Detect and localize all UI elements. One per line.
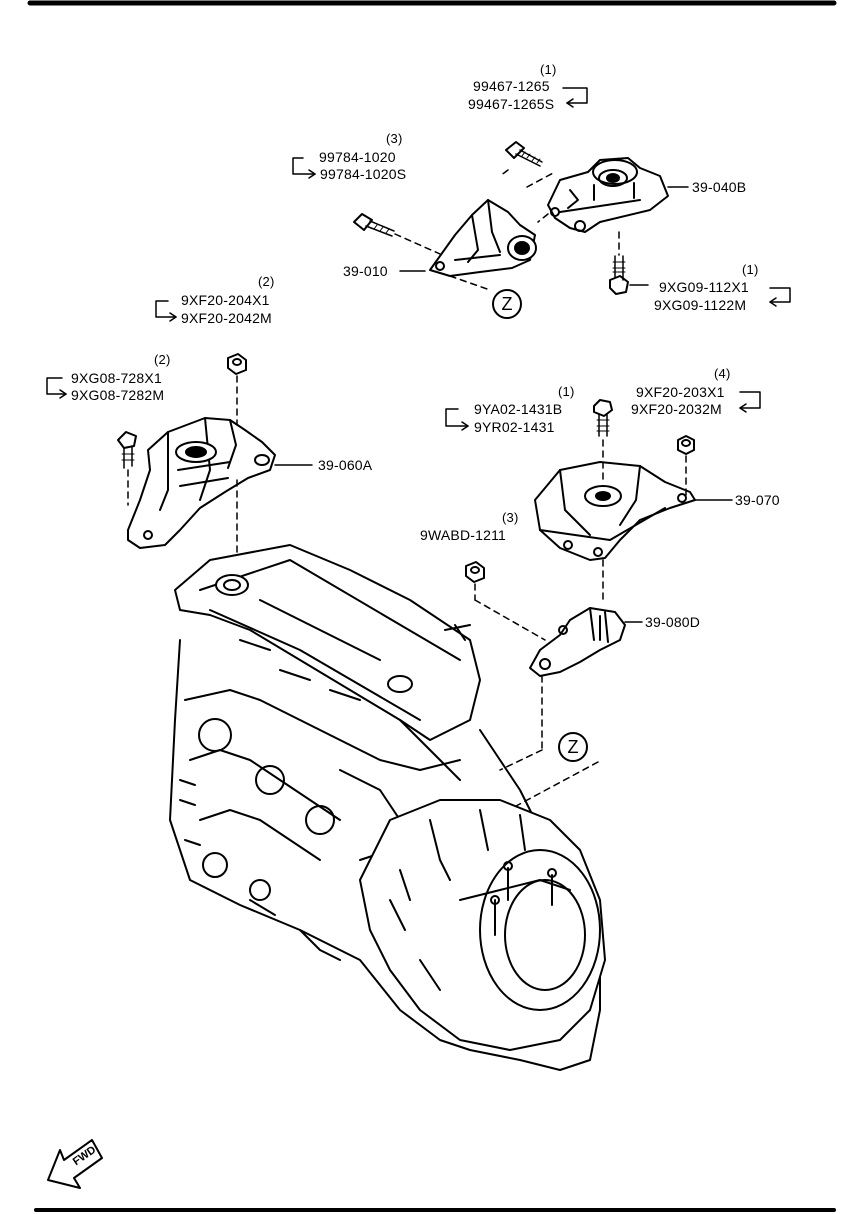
part-39-070: 39-070 (735, 492, 780, 508)
part-39-080D: 39-080D (645, 614, 701, 630)
nut-mid-qty: (2) (258, 274, 275, 289)
nut-lower-drawing (465, 561, 485, 583)
part-39-060A: 39-060A (318, 457, 373, 473)
bolt-center-qty: (1) (558, 384, 575, 399)
bolt-top-drawing (505, 141, 543, 167)
z-marker-lower: Z (558, 732, 588, 762)
part-39-040B: 39-040B (692, 179, 747, 195)
bolt-top-part-a: 99467-1265 (473, 78, 550, 94)
bolt-left-part-b: 99784-1020S (320, 166, 407, 182)
mount-39-040B-drawing (547, 157, 669, 233)
nut-right-part-b: 9XF20-2032M (631, 401, 722, 417)
nut-right-drawing (677, 435, 695, 455)
mount-39-060A-drawing (127, 417, 276, 549)
nut-lower-part-a: 9WABD-1211 (420, 527, 507, 543)
bolt-center-drawing (593, 399, 613, 437)
nut-mid-part-b: 9XF20-2042M (181, 310, 272, 326)
bracket-39-010-drawing (429, 199, 537, 277)
nut-right-qty: (4) (714, 366, 731, 381)
bolt-left-part-a: 99784-1020 (319, 149, 396, 165)
bolt-far-left-part-b: 9XG08-7282M (71, 387, 165, 403)
bolt-center-part-a: 9YA02-1431B (474, 401, 563, 417)
mount-39-070-drawing (534, 461, 696, 561)
bolt-far-left-qty: (2) (154, 352, 171, 367)
fwd-arrow-drawing (47, 1139, 103, 1189)
nut-lower-qty: (3) (502, 510, 519, 525)
nut-mid-part-a: 9XF20-204X1 (181, 292, 270, 308)
nut-right-part-a: 9XF20-203X1 (636, 384, 725, 400)
bolt-right-drawing (609, 255, 629, 295)
bolt-right-part-b: 9XG09-1122M (654, 297, 747, 313)
bolt-top-part-b: 99467-1265S (468, 96, 555, 112)
nut-mid-drawing (227, 353, 247, 375)
bolt-right-qty: (1) (742, 262, 759, 277)
part-39-010: 39-010 (343, 263, 388, 279)
bracket-39-080D-drawing (529, 607, 626, 677)
bolt-left-qty: (3) (386, 131, 403, 146)
bolt-center-part-b: 9YR02-1431 (474, 419, 555, 435)
bolt-top-qty: (1) (540, 62, 557, 77)
bolt-right-part-a: 9XG09-112X1 (659, 279, 749, 295)
bolt-far-left-part-a: 9XG08-728X1 (71, 370, 162, 386)
bolt-left-drawing (353, 213, 395, 237)
z-marker-upper: Z (492, 289, 522, 319)
engine-drawing (169, 544, 606, 1071)
bolt-far-left-drawing (117, 431, 137, 469)
